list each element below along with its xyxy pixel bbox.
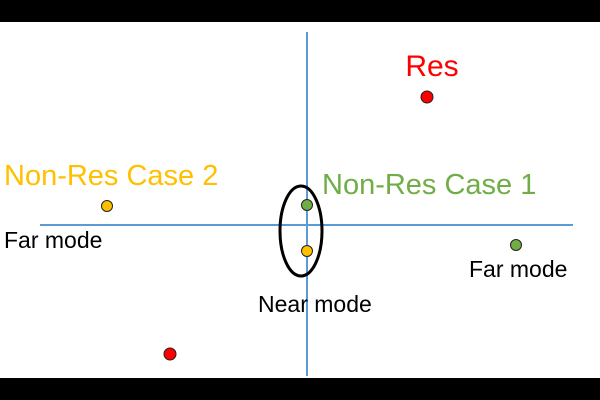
res-label: Res <box>405 50 458 83</box>
res-point-lower <box>163 347 177 361</box>
case2-near-point <box>301 245 313 257</box>
far-mode-right-label: Far mode <box>469 256 567 282</box>
mode-diagram: Res Non-Res Case 1 Non-Res Case 2 Far mo… <box>4 32 573 376</box>
diagram-canvas: Res Non-Res Case 1 Non-Res Case 2 Far mo… <box>0 22 600 378</box>
near-mode-label: Near mode <box>258 291 372 317</box>
res-point-upper <box>420 90 434 104</box>
case2-far-point <box>101 200 113 212</box>
case2-label: Non-Res Case 2 <box>4 160 218 192</box>
near-mode-ellipse <box>278 184 324 278</box>
case1-near-point <box>301 199 313 211</box>
case1-far-point <box>510 239 522 251</box>
far-mode-left-label: Far mode <box>4 227 102 253</box>
case1-label: Non-Res Case 1 <box>322 169 536 201</box>
